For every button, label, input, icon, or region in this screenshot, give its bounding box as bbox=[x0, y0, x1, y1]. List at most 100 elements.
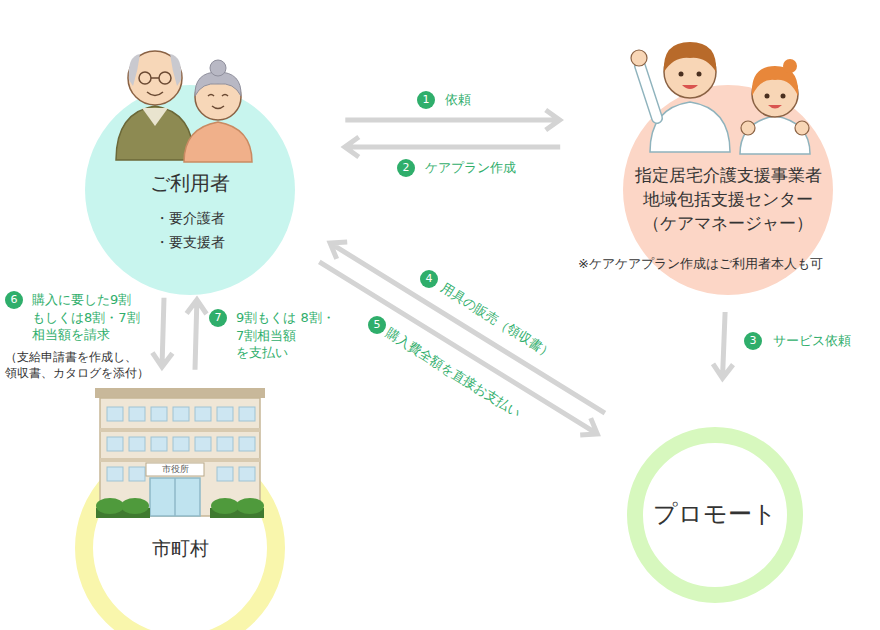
illustration-part bbox=[211, 498, 239, 514]
illustration-part bbox=[151, 77, 159, 79]
illustration-part bbox=[795, 121, 809, 135]
illustration-part bbox=[96, 498, 124, 514]
illustration-part bbox=[640, 66, 657, 118]
label-wrap: 市役所 bbox=[146, 463, 204, 476]
edge-label: 9割もくは 8割・7割相当額 を支払い bbox=[236, 309, 346, 362]
illustration-part bbox=[210, 60, 226, 76]
illustration-part bbox=[740, 116, 810, 154]
node-item: ・要支援者 bbox=[155, 233, 225, 253]
flow-arrow bbox=[319, 262, 597, 435]
label-wrap: 2 bbox=[397, 159, 415, 177]
edge-label-wrap: サービス依頼 bbox=[773, 332, 851, 350]
flow-arrow bbox=[345, 110, 559, 130]
illustration-part bbox=[781, 94, 786, 99]
illustration-part bbox=[741, 121, 755, 135]
callout-number: 6 bbox=[5, 291, 23, 309]
node-text-box: ご利用者・要介護者・要支援者 bbox=[55, 85, 325, 295]
edge-label: 用具の販売（領収書） bbox=[437, 279, 557, 363]
illustration-part bbox=[146, 463, 204, 476]
node-title: 市町村 bbox=[152, 535, 209, 562]
illustration-part bbox=[664, 42, 716, 72]
illustration-part bbox=[697, 72, 702, 77]
illustration-part bbox=[174, 478, 176, 516]
illustration-part bbox=[208, 95, 228, 97]
label-wrap: 3 bbox=[744, 332, 762, 350]
illustration-part bbox=[214, 460, 258, 490]
circle-shape bbox=[635, 435, 795, 595]
illustration-part bbox=[100, 398, 260, 516]
illustration-part bbox=[150, 478, 200, 516]
node-title: ご利用者 bbox=[150, 169, 230, 197]
illustration-part bbox=[121, 498, 149, 514]
illustration-part bbox=[631, 50, 647, 66]
edge-label-wrap: 購入費全額を直接お支払い bbox=[382, 324, 524, 422]
label-wrap: ※ケアケアプラン作成はご利用者本人も可 bbox=[578, 255, 823, 273]
illustration-part bbox=[170, 54, 181, 86]
node-item: ・要介護者 bbox=[155, 209, 225, 229]
label-wrap: 6 bbox=[5, 291, 23, 309]
elderly-man bbox=[116, 51, 194, 160]
callout-number: 3 bbox=[744, 332, 762, 350]
node-title: プロモート bbox=[653, 498, 777, 532]
flow-arrow bbox=[713, 312, 733, 378]
edge-label: 依頼 bbox=[445, 91, 471, 109]
illustration-part bbox=[104, 460, 148, 490]
callout-number: 1 bbox=[417, 91, 435, 109]
illustration-part bbox=[116, 106, 194, 160]
edge-label-wrap: ケアプラン作成 bbox=[425, 159, 516, 177]
circle-shape bbox=[84, 452, 276, 630]
callout-number: 5 bbox=[368, 316, 386, 334]
illustration-part bbox=[640, 66, 657, 118]
circle-node: ご利用者・要介護者・要支援者 bbox=[85, 85, 295, 295]
callout-number: 7 bbox=[209, 309, 227, 327]
callout-number: 2 bbox=[397, 159, 415, 177]
elderly-woman bbox=[184, 60, 252, 162]
building-sign: 市役所 bbox=[146, 463, 204, 476]
illustration-part bbox=[139, 72, 151, 84]
label-wrap: 7 bbox=[209, 309, 227, 327]
illustration-part bbox=[104, 400, 258, 458]
illustration-part bbox=[236, 498, 264, 514]
edge-label-wrap: 用具の販売（領収書） bbox=[437, 279, 557, 363]
note: ※ケアケアプラン作成はご利用者本人も可 bbox=[578, 255, 823, 273]
illustration-part bbox=[147, 92, 163, 96]
illustration-part bbox=[768, 105, 782, 109]
edge-label: サービス依頼 bbox=[773, 332, 851, 350]
note: （支給申請書を作成し、 領収書、カタログを添付） bbox=[5, 349, 173, 381]
city-hall-building bbox=[95, 388, 265, 518]
circle-node: プロモート bbox=[627, 427, 803, 603]
label-wrap: 5 bbox=[368, 316, 386, 334]
edge-label-wrap: 購入に要した9割 もしくは8割・7割 相当額を請求 bbox=[32, 291, 158, 344]
circle-shape bbox=[85, 85, 295, 295]
illustration-part bbox=[129, 54, 140, 86]
nurse-woman bbox=[740, 59, 810, 154]
illustration-part bbox=[783, 59, 797, 73]
illustration-part bbox=[650, 102, 730, 152]
node-text-box: プロモート bbox=[597, 427, 833, 603]
edge-label: 購入に要した9割 もしくは8割・7割 相当額を請求 bbox=[32, 291, 158, 344]
illustration-part bbox=[212, 106, 224, 109]
illustration-part bbox=[679, 72, 684, 77]
nurse-man bbox=[631, 42, 730, 152]
illustration-part bbox=[682, 85, 698, 89]
callout-number: 4 bbox=[420, 270, 438, 288]
illustration-part bbox=[184, 122, 252, 162]
illustration-part bbox=[765, 94, 770, 99]
flow-arrow bbox=[187, 300, 207, 370]
edge-label: 購入費全額を直接お支払い bbox=[382, 324, 524, 422]
edge-label: ケアプラン作成 bbox=[425, 159, 516, 177]
illustration-part bbox=[159, 72, 171, 84]
illustration-part bbox=[95, 388, 265, 398]
label-wrap: 4 bbox=[420, 270, 438, 288]
flow-arrow bbox=[345, 137, 560, 157]
label-wrap: 1 bbox=[417, 91, 435, 109]
flow-arrow bbox=[152, 298, 172, 367]
edge-label-wrap: 依頼 bbox=[445, 91, 471, 109]
node-title: 指定居宅介護支援事業者 地域包括支援センター （ケアマネージャー） bbox=[608, 164, 848, 235]
label-wrap: （支給申請書を作成し、 領収書、カタログを添付） bbox=[5, 349, 173, 381]
illustration-part bbox=[142, 108, 168, 126]
illustration-part bbox=[128, 51, 182, 105]
edge-label-wrap: 9割もくは 8割・7割相当額 を支払い bbox=[236, 309, 346, 362]
